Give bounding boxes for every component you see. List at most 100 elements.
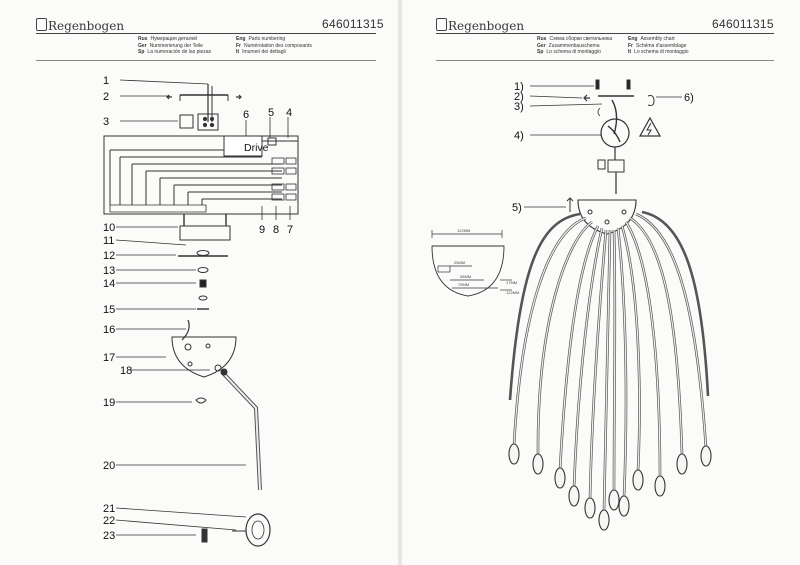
small-parts-drawing	[178, 250, 228, 310]
dimension-diagram	[431, 230, 512, 297]
part-number-9: 9	[259, 224, 265, 236]
part-number-13: 13	[103, 265, 115, 277]
part-number-14: 14	[103, 278, 115, 290]
part-number-15: 15	[103, 304, 115, 316]
dim-slot-b: 36MM	[460, 274, 471, 279]
header-text-it: Lo schema di montaggio	[634, 49, 689, 56]
lamp-heads	[508, 443, 712, 531]
article-number: 646011315	[322, 17, 384, 31]
part-number-1: 1	[103, 75, 109, 87]
header-text-fr: Schéma d'assemblage	[636, 42, 687, 49]
dim-side-a: 17MM	[506, 280, 517, 285]
header-bottom-rule	[36, 60, 376, 61]
part-number-22: 22	[103, 515, 115, 527]
exploded-parts-drawing: Drive 1 2 3 4 5 6 7 8 9 10 11 12 13 14 1…	[103, 75, 299, 547]
dim-side-b: 122MM	[506, 290, 519, 295]
dim-slot-c: 75MM	[458, 282, 469, 287]
header-text-rus: Схема сборки светильника	[549, 36, 613, 42]
step-label-2: 2)	[514, 91, 524, 103]
lang-code-eng: Eng	[236, 36, 246, 42]
part-number-4: 4	[286, 107, 292, 119]
part-number-21: 21	[103, 503, 115, 515]
header-text-it: Imumeri dei dettagli	[242, 49, 286, 56]
wiring-schematic	[103, 135, 299, 215]
step-leader-lines	[524, 85, 682, 208]
driver-box	[223, 135, 263, 157]
step-label-4: 4)	[514, 130, 524, 142]
part-number-19: 19	[103, 397, 115, 409]
part-number-23: 23	[103, 530, 115, 542]
dim-overall: 122MM	[457, 228, 470, 233]
header-text-rus: Нумерация деталей	[150, 36, 198, 42]
lang-code-eng: Eng	[628, 36, 638, 42]
electrical-warning-icon	[638, 116, 662, 137]
assembly-drawing: 1) 2) 3) 4) 5) 6) 122MM 25MM 36MM 75MM 1…	[431, 79, 712, 531]
cap-drawing	[195, 397, 207, 404]
part-number-2: 2	[103, 91, 109, 103]
part-number-6: 6	[243, 109, 249, 121]
part-number-16: 16	[103, 324, 115, 336]
part-number-12: 12	[103, 250, 115, 262]
part-number-5: 5	[268, 107, 274, 119]
lang-code-rus: Rus	[138, 36, 148, 42]
part-number-3: 3	[103, 116, 109, 128]
header-text-eng: Parts numbering	[248, 36, 286, 42]
logo-mark-icon	[436, 18, 447, 31]
lang-code-rus: Rus	[537, 36, 547, 42]
header-text-fr: Numérotation des composants	[244, 42, 312, 49]
header-text-sp: Lo schema di montaggio	[546, 49, 601, 56]
part-number-18: 18	[120, 365, 132, 377]
part-number-17: 17	[103, 352, 115, 364]
part-number-11: 11	[103, 235, 114, 247]
step-label-5: 5)	[512, 202, 522, 214]
brand-text: Regenbogen	[48, 19, 125, 33]
header-text-sp: La numeración de las piezas	[147, 49, 212, 56]
header-text-ger: Zusammenbauschema	[548, 42, 600, 49]
drive-label: Drive	[244, 142, 269, 154]
lang-code-ger: Ger	[537, 42, 546, 49]
lang-code-sp: Sp	[138, 49, 145, 56]
lang-code-fr: Fr	[628, 42, 633, 49]
step-label-1: 1)	[514, 81, 524, 93]
header-text-ger: Nummerierung der Teile	[149, 42, 203, 49]
logo-mark-icon	[36, 18, 47, 31]
lamp-head-drawing	[201, 513, 271, 547]
brand-text: Regenbogen	[448, 19, 525, 33]
header-rule	[36, 33, 376, 34]
part-number-20: 20	[103, 460, 115, 472]
lang-code-ger: Ger	[138, 42, 147, 49]
brand-logo: Regenbogen	[436, 18, 524, 33]
part-number-8: 8	[273, 224, 279, 236]
part-leader-lines	[115, 79, 291, 536]
step-label-6: 6)	[684, 92, 694, 104]
lang-code-sp: Sp	[537, 49, 544, 56]
header-text-eng: Assembly chart	[640, 36, 675, 42]
page-gutter	[398, 0, 402, 565]
terminal-block-drawing	[179, 113, 219, 131]
lang-code-it: It	[236, 49, 240, 56]
part-number-7: 7	[287, 224, 293, 236]
article-number: 646011315	[712, 17, 774, 31]
lang-code-it: It	[628, 49, 632, 56]
canopy-drawing	[566, 197, 637, 235]
lamp-arms-inner	[513, 213, 707, 513]
dim-slot-a: 25MM	[454, 260, 465, 265]
canopy-drawing	[171, 319, 237, 378]
header-rule	[436, 33, 774, 34]
lang-code-fr: Fr	[236, 42, 241, 49]
bracket-assembly	[583, 79, 655, 135]
ceiling-bracket-drawing	[166, 84, 242, 122]
header-bottom-rule	[436, 60, 774, 61]
part-number-10: 10	[103, 222, 115, 234]
flexible-arm-drawing	[220, 368, 262, 491]
detail-magnifier	[597, 118, 630, 194]
brand-logo: Regenbogen	[36, 18, 124, 33]
step-label-3: 3)	[514, 101, 524, 113]
mounting-plate-drawing	[179, 214, 231, 241]
